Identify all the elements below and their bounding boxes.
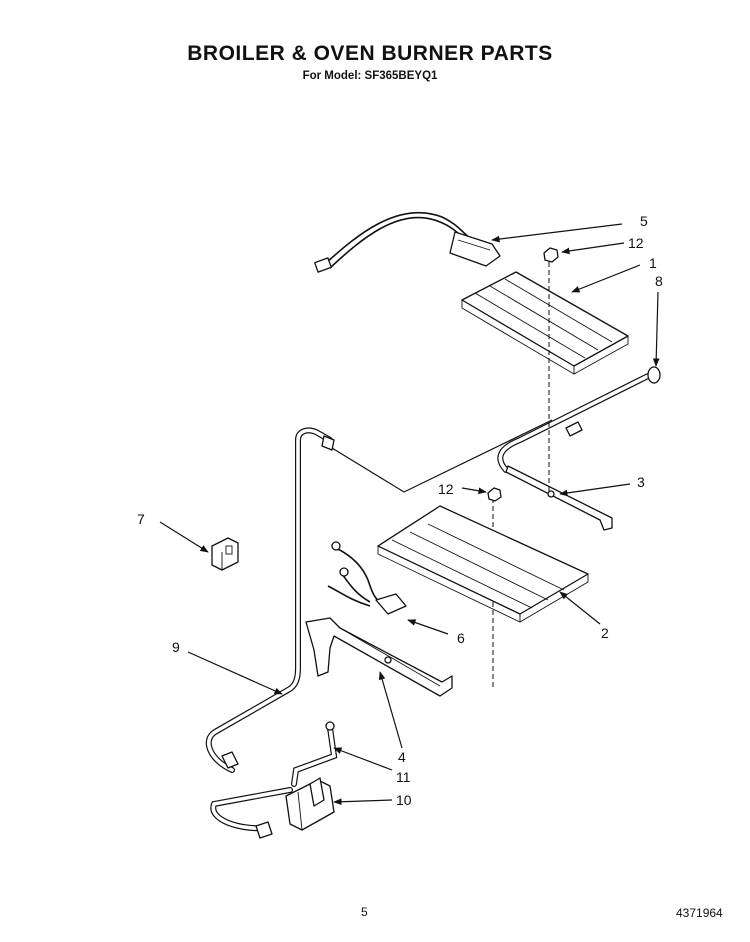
callout-6: 6 [457, 630, 465, 646]
part-9-gas-line [205, 419, 553, 773]
part-1-broiler-baffle [461, 271, 629, 375]
callout-numbers: 5 12 1 8 3 12 7 2 6 9 4 11 10 [137, 213, 663, 808]
callout-2: 2 [601, 625, 609, 641]
callout-1: 1 [649, 255, 657, 271]
callout-4: 4 [398, 749, 406, 765]
callout-9: 9 [172, 639, 180, 655]
part-2-oven-baffle [377, 505, 589, 623]
page-title: BROILER & OVEN BURNER PARTS [187, 42, 553, 65]
part-12-upper-nut [543, 247, 559, 263]
part-3-bracket [505, 465, 613, 531]
callout-10: 10 [396, 792, 412, 808]
callout-7: 7 [137, 511, 145, 527]
document-number: 4371964 [676, 906, 723, 920]
callout-leaders [159, 223, 660, 806]
callout-5: 5 [640, 213, 648, 229]
callout-12-upper: 12 [628, 235, 644, 251]
model-subtitle: For Model: SF365BEYQ1 [302, 70, 438, 82]
part-11-tube [291, 721, 338, 787]
callout-12-lower: 12 [438, 481, 454, 497]
part-7-block [211, 537, 239, 571]
callout-3: 3 [637, 474, 645, 490]
part-5-broiler-igniter [314, 211, 501, 273]
part-8-broiler-burner-tube [497, 366, 661, 473]
page-number: 5 [361, 905, 368, 919]
part-12-lower-nut [487, 487, 502, 502]
callout-8: 8 [655, 273, 663, 289]
part-6-oven-igniter [327, 541, 407, 615]
callout-11: 11 [396, 769, 411, 785]
part-4-oven-burner [305, 617, 453, 697]
part-10-valve [210, 777, 335, 839]
